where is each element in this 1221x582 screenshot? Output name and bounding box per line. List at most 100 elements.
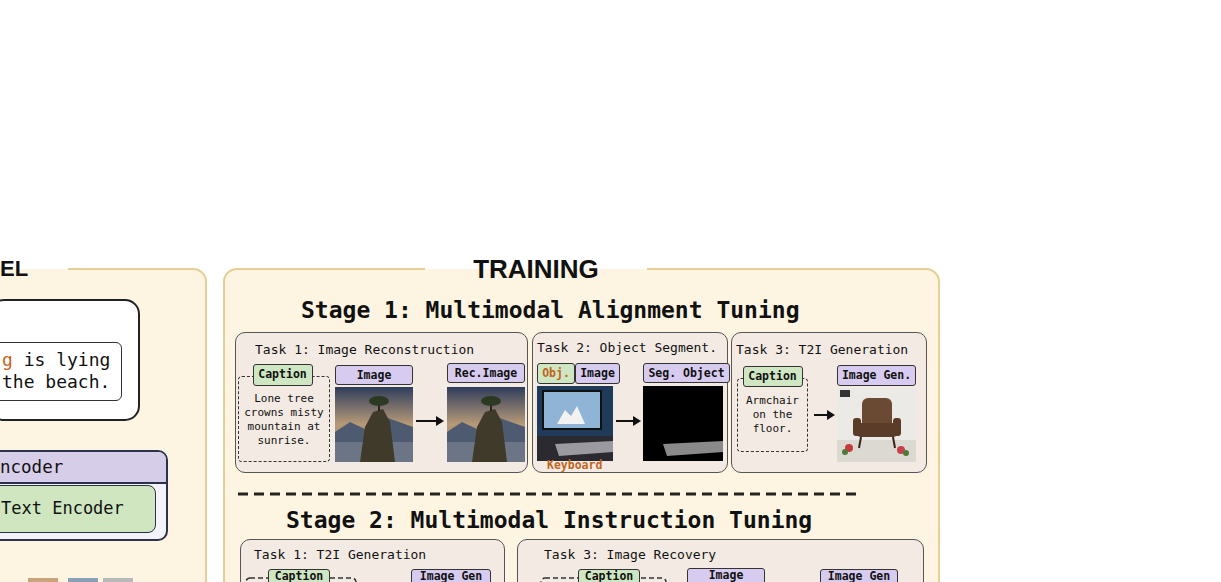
image-monitor bbox=[543, 391, 601, 429]
mountain-image bbox=[447, 387, 525, 462]
image-tag: Image Gen bbox=[820, 569, 898, 582]
caption-text: Armchair on the floor. bbox=[738, 379, 807, 436]
thumbnail bbox=[28, 578, 58, 582]
flow-arrow bbox=[814, 410, 835, 420]
image-tree bbox=[369, 396, 389, 406]
caption-tag: Caption bbox=[268, 569, 330, 582]
stage-heading: Stage 1: Multimodal Alignment Tuning bbox=[301, 297, 800, 323]
task-title: Task 3: T2I Generation bbox=[732, 333, 926, 358]
stage-divider bbox=[238, 493, 858, 496]
image-chair-seat bbox=[857, 423, 897, 437]
caption-dashed-box: Armchair on the floor.Caption bbox=[737, 378, 808, 452]
desk-image bbox=[537, 386, 613, 461]
task-box: Task 2: Object Segment. Obj. Image Seg. Obj… bbox=[532, 332, 728, 473]
object-label: Keyboard bbox=[547, 459, 602, 471]
armchair-image bbox=[837, 388, 916, 462]
image-tag: Image Gen bbox=[411, 569, 491, 582]
image-sky bbox=[447, 387, 525, 462]
panel-heading: TRAINING bbox=[425, 255, 647, 283]
image-tag: Rec.Image bbox=[447, 363, 525, 383]
image-wall-art bbox=[840, 390, 850, 397]
training-panel: TRAININGTask 1: Image ReconstructionLone… bbox=[223, 268, 940, 582]
panel-heading: EL bbox=[0, 255, 68, 283]
arrow-shaft bbox=[616, 420, 633, 422]
model-panel: ELgis lying the beach.ncoderText Encoder bbox=[0, 268, 207, 582]
mask-image bbox=[643, 386, 723, 461]
image-desk bbox=[537, 436, 613, 461]
task-fill bbox=[517, 539, 924, 582]
image-background bbox=[537, 386, 613, 461]
task-title: Task 1: Image Reconstruction bbox=[236, 333, 527, 358]
image-chair-leg bbox=[893, 437, 895, 448]
image-leaf bbox=[842, 449, 848, 455]
task-fill bbox=[731, 332, 927, 473]
tag-label: Caption bbox=[748, 370, 796, 383]
caption-tag: Caption bbox=[253, 364, 313, 386]
tag-label: Image bbox=[357, 369, 392, 382]
caption-tag: Caption bbox=[743, 366, 803, 387]
tag-label: Seg. Object bbox=[648, 367, 724, 380]
mountain-image bbox=[335, 387, 413, 462]
image-leaf bbox=[903, 450, 909, 456]
image-background bbox=[643, 386, 723, 461]
thumbnail bbox=[103, 578, 133, 582]
caption-box: gis lying the beach. bbox=[0, 342, 122, 401]
encoder-label: Text Encoder bbox=[0, 486, 155, 531]
caption-dashed-box: Lone tree crowns misty mountain at sunri… bbox=[238, 376, 330, 462]
tag-label: Image bbox=[580, 367, 615, 380]
tag-label: Image bbox=[709, 569, 744, 582]
input-frame bbox=[0, 300, 139, 420]
thumbnail bbox=[68, 578, 98, 582]
caption-tag: Caption bbox=[578, 569, 640, 582]
arrow-head bbox=[436, 416, 444, 426]
flow-arrow bbox=[416, 416, 444, 426]
panel-fill bbox=[0, 268, 207, 582]
caption-text: g bbox=[2, 349, 13, 370]
tag-label: Caption bbox=[258, 368, 306, 381]
object-tag: Obj. bbox=[537, 363, 575, 384]
panel-fill bbox=[223, 268, 940, 582]
task-box: Task 3: T2I GenerationArmchair on the fl… bbox=[731, 332, 927, 473]
tag-label: Rec.Image bbox=[455, 367, 517, 380]
task-title: Task 3: Image Recovery bbox=[518, 540, 923, 563]
arrow-shaft bbox=[416, 420, 436, 422]
image-tag: Image bbox=[335, 365, 413, 385]
image-tag: Image bbox=[687, 568, 765, 582]
text-encoder-box: Text Encoder bbox=[0, 485, 156, 533]
image-cliff bbox=[360, 409, 395, 462]
image-tag: Image bbox=[575, 363, 620, 384]
task-box: Task 1: T2I GenerationCaption Image Gen bbox=[240, 539, 505, 582]
tag-label: Caption bbox=[585, 570, 633, 582]
task-title: Task 2: Object Segment. bbox=[533, 333, 727, 356]
task-title: Task 1: T2I Generation bbox=[241, 540, 504, 563]
image-keyboard bbox=[555, 441, 613, 456]
task-fill bbox=[532, 332, 728, 473]
encoder-heading: ncoder bbox=[0, 452, 166, 484]
caption-text: is lying the beach. bbox=[2, 349, 110, 392]
tag-label: Image Gen bbox=[420, 570, 482, 582]
task-box: Task 3: Image RecoveryCaption Image Image … bbox=[517, 539, 924, 582]
image-wall bbox=[837, 388, 916, 462]
task-box: Task 1: Image ReconstructionLone tree cr… bbox=[235, 332, 528, 473]
image-chair-arm bbox=[893, 418, 901, 436]
tag-label: Obj. bbox=[542, 367, 570, 380]
arrow-head bbox=[633, 416, 641, 426]
arrow-head bbox=[827, 410, 835, 420]
image-tag: Image Gen. bbox=[837, 365, 916, 386]
caption-text: Lone tree crowns misty mountain at sunri… bbox=[239, 377, 329, 448]
image-floor bbox=[837, 440, 916, 462]
image-keyboard-mask bbox=[663, 441, 723, 456]
tag-label: Caption bbox=[275, 570, 323, 582]
image-cliff bbox=[472, 409, 507, 462]
stage-heading: Stage 2: Multimodal Instruction Tuning bbox=[286, 507, 812, 533]
image-tag: Seg. Object bbox=[643, 363, 730, 383]
arrow-shaft bbox=[814, 414, 827, 416]
task-fill bbox=[240, 539, 505, 582]
task-fill bbox=[235, 332, 528, 473]
encoder-box: ncoderText Encoder bbox=[0, 450, 168, 541]
flow-arrow bbox=[616, 416, 641, 426]
tag-label: Image Gen bbox=[828, 570, 890, 582]
image-chair-arm bbox=[853, 418, 861, 436]
